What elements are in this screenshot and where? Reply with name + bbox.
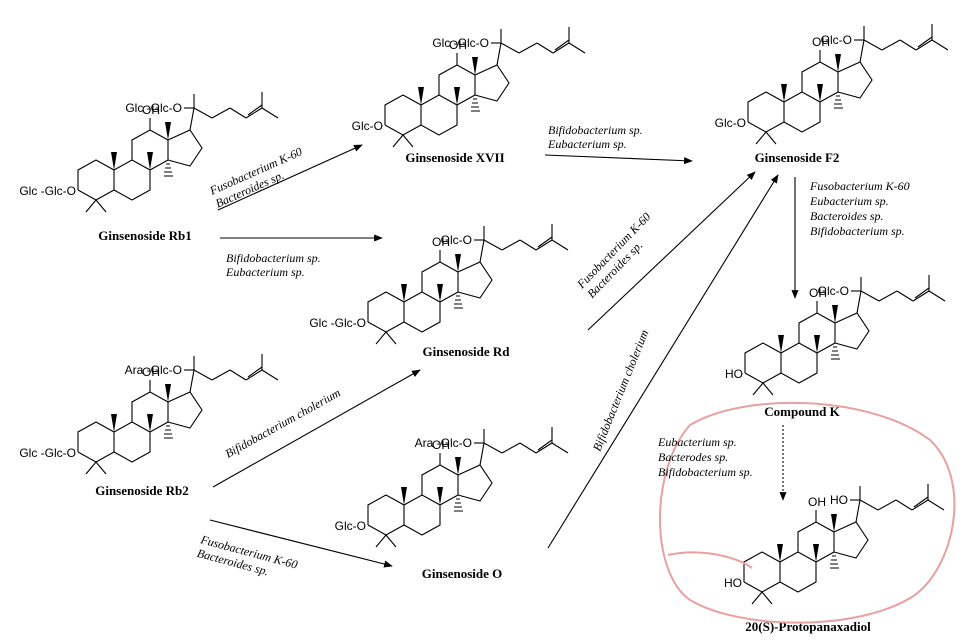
- enzyme-label-o-f2: Bifidobacterium cholerium: [590, 327, 652, 453]
- ppd-oh-label: OH: [808, 495, 826, 509]
- ck-c3-substituent: HO: [725, 367, 743, 381]
- enzyme-label-rb1-xvii: Fusobacterium K-60 Bacteroides sp.: [207, 143, 313, 211]
- rd-title: Ginsenoside Rd: [422, 344, 510, 359]
- f2-title: Ginsenoside F2: [755, 150, 840, 165]
- f2-c3-substituent: Glc-O: [715, 116, 746, 130]
- o-oh-label: OH: [432, 438, 450, 452]
- arrow-rd-to-f2: [587, 171, 756, 331]
- rb2-c20-substituent: Ara -Glc-O: [125, 363, 182, 377]
- arrow-xvii-to-f2: [544, 154, 693, 165]
- arrow-rb1-to-xvii: [217, 144, 363, 211]
- arrow-rb2-to-o: [209, 519, 393, 568]
- xvii-c20-substituent: Glc -Glc-O: [432, 36, 489, 50]
- arrow-o-to-f2: [547, 174, 779, 549]
- compound-rb2: Glc -Glc-O Ara -Glc-O OH: [19, 353, 279, 475]
- compound-ppd: HO HO OH: [724, 483, 945, 605]
- xvii-c3-substituent: Glc-O: [352, 119, 383, 133]
- o-c20-substituent: Ara -Glc-O: [415, 436, 472, 450]
- rb2-oh-label: OH: [142, 365, 160, 379]
- enzyme-label-rb1-rd: Bifidobacterium sp. Eubacterium sp.: [225, 251, 324, 279]
- f2-c20-substituent: Glc-O: [821, 33, 852, 47]
- enzyme-label-f2-ck: Fusobacterium K-60 Eubacterium sp. Bacte…: [809, 179, 913, 238]
- ppd-c20-substituent: HO: [830, 493, 848, 507]
- f2-oh-label: OH: [812, 35, 830, 49]
- compound-rb1: Glc -Glc-O Glc -Glc-O OH: [19, 91, 279, 213]
- enzyme-label-rd-f2: Fusobacterium K-60 Bacteroides sp.: [573, 208, 665, 302]
- o-title: Ginsenoside O: [422, 566, 503, 581]
- xvii-title: Ginsenoside XVII: [405, 150, 504, 165]
- compound-k: HO Glc-O OH: [725, 274, 946, 396]
- ck-title: Compound K: [764, 404, 840, 419]
- rd-oh-label: OH: [432, 235, 450, 249]
- ppd-highlight-circle: [659, 401, 956, 624]
- rb1-c3-substituent: Glc -Glc-O: [19, 184, 76, 198]
- rb2-c3-substituent: Glc -Glc-O: [19, 446, 76, 460]
- arrow-rb2-to-rd: [212, 369, 421, 488]
- ck-c20-substituent: Glc-O: [818, 284, 849, 298]
- ck-oh-label: OH: [809, 286, 827, 300]
- rb1-title: Ginsenoside Rb1: [98, 228, 192, 243]
- compound-o: Glc-O Ara -Glc-O OH: [335, 426, 569, 548]
- rd-c3-substituent: Glc -Glc-O: [309, 316, 366, 330]
- ppd-c3-substituent: HO: [724, 576, 742, 590]
- rb2-title: Ginsenoside Rb2: [95, 483, 189, 498]
- enzyme-label-rb2-o: Fusobacterium K-60 Bacteroides sp.: [195, 532, 302, 586]
- compound-xvii: Glc-O Glc -Glc-O OH: [352, 26, 586, 148]
- rb1-c20-substituent: Glc -Glc-O: [125, 101, 182, 115]
- xvii-oh-label: OH: [449, 38, 467, 52]
- rd-c20-substituent: Glc-O: [441, 233, 472, 247]
- compound-rd: Glc -Glc-O Glc-O OH: [309, 223, 569, 345]
- enzyme-label-xvii-f2: Bifidobacterium sp. Eubacterium sp.: [547, 123, 646, 151]
- o-c3-substituent: Glc-O: [335, 519, 366, 533]
- rb1-oh-label: OH: [142, 103, 160, 117]
- compound-f2: Glc-O Glc-O OH: [715, 23, 949, 145]
- enzyme-label-ck-ppd: Eubacterium sp. Bacterodes sp. Bifidobac…: [657, 435, 753, 479]
- enzyme-label-rb2-rd: Bifidobacterium cholerium: [223, 385, 343, 460]
